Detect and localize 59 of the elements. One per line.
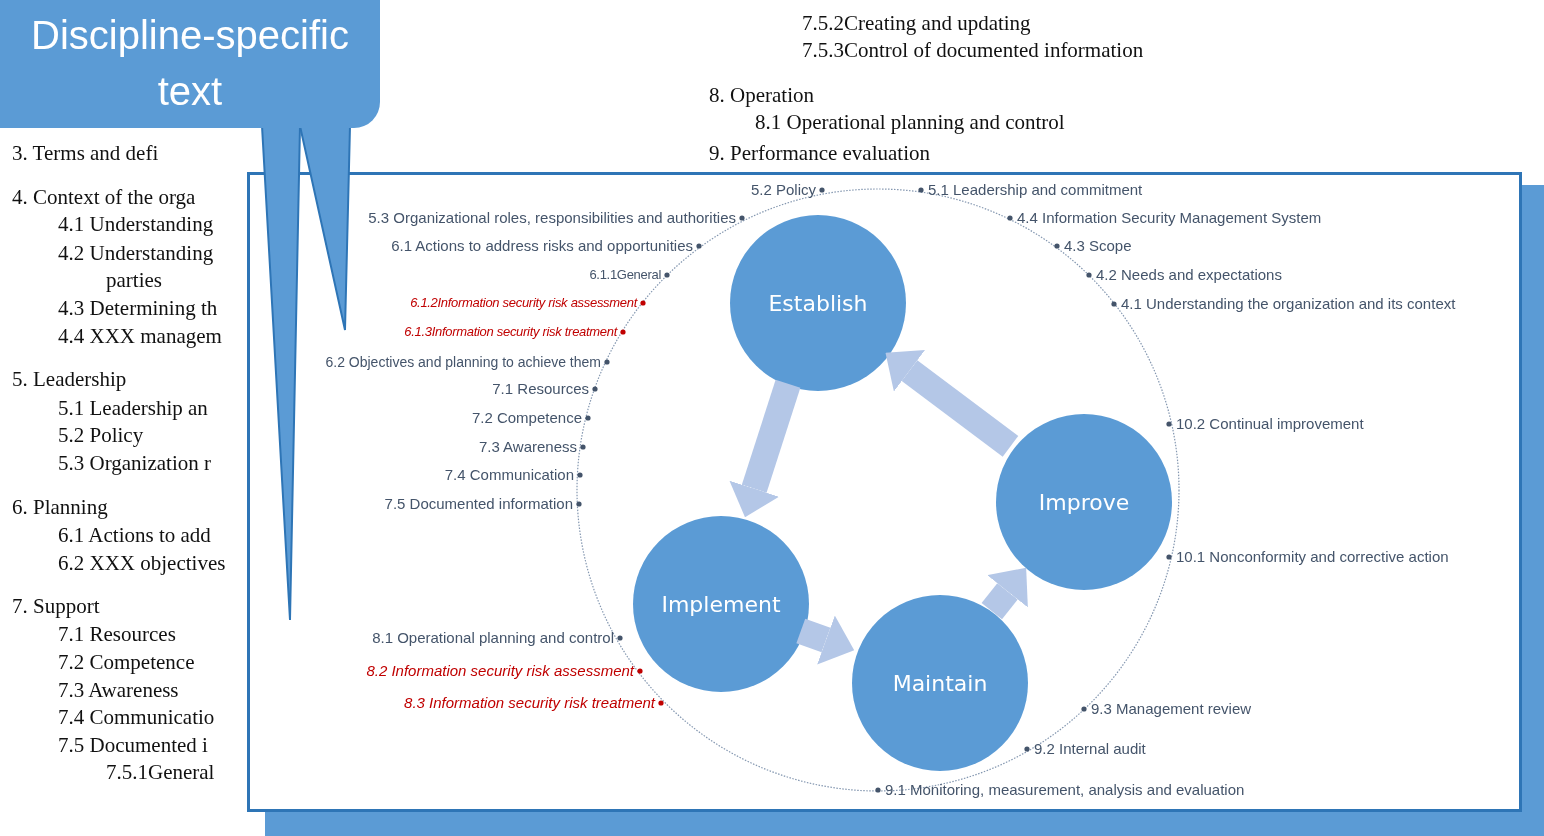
clause-label: 8.1 Operational planning and control xyxy=(372,628,614,648)
outline-heading: 4.4 XXX managem xyxy=(58,323,222,350)
block-arrow xyxy=(981,567,1028,620)
clause-label: 8.3 Information security risk treatment xyxy=(404,693,655,713)
clause-label: 5.1 Leadership and commitment xyxy=(928,180,1143,200)
clause-label: 7.3 Awareness xyxy=(478,437,577,457)
diagram-panel xyxy=(247,172,1522,812)
outline-heading: 4.2 Understanding parties xyxy=(58,240,215,294)
block-arrow xyxy=(885,349,1019,457)
outline-heading: 7.5.2Creating and updating xyxy=(802,10,1031,37)
callout-pointer xyxy=(298,125,352,331)
clause-label: 6.1.1General xyxy=(589,266,661,284)
clause-label: 7.2 Competence xyxy=(471,408,582,428)
outline-heading: 7.3 Awareness xyxy=(58,677,179,704)
clause-label: 6.1 Actions to address risks and opportunities xyxy=(391,236,693,256)
outline-heading: 6.1 Actions to add xyxy=(58,522,211,549)
clause-label: 7.5 Documented information xyxy=(384,494,573,514)
outline-heading: 6.2 XXX objectives xyxy=(58,550,226,577)
clause-label: 9.3 Management review xyxy=(1091,699,1252,719)
outline-heading: 5.3 Organization r xyxy=(58,450,211,477)
block-arrow xyxy=(796,615,855,665)
outline-heading: 8.1 Operational planning and control xyxy=(755,109,1065,136)
clause-label: 5.2 Policy xyxy=(750,180,816,200)
clause-label: 7.4 Communication xyxy=(444,465,574,485)
clause-label: 9.2 Internal audit xyxy=(1034,739,1146,759)
outline-heading: 7.5.1General xyxy=(106,759,215,786)
outline-heading: 7.2 Competence xyxy=(58,649,195,676)
clause-label: 8.2 Information security risk assessment xyxy=(366,661,634,681)
outline-heading: 8. Operation xyxy=(709,82,814,109)
outline-heading: 4.3 Determining th xyxy=(58,295,218,322)
outline-heading: 7.1 Resources xyxy=(58,621,176,648)
clause-label: 10.2 Continual improvement xyxy=(1176,414,1364,434)
clause-label: 7.1 Resources xyxy=(492,379,589,399)
outline-heading: 7. Support xyxy=(12,593,100,620)
outline-heading: 7.4 Communicatio xyxy=(58,704,215,731)
callout-pointer xyxy=(260,125,302,621)
outline-heading: 5.1 Leadership an xyxy=(58,395,208,422)
outline-heading: 5. Leadership xyxy=(12,366,127,393)
stage-circle: Improve xyxy=(996,414,1172,590)
outline-heading: 5.2 Policy xyxy=(58,422,144,449)
clause-label: 6.1.3Information security risk treatment xyxy=(404,323,617,341)
clause-label: 4.4 Information Security Management System xyxy=(1017,208,1322,228)
callout-box: Discipline-specific text xyxy=(0,0,380,128)
outline-heading: 4. Context of the orga xyxy=(12,184,196,211)
outline-heading: 3. Terms and defi xyxy=(12,140,159,167)
clause-label: 9.1 Monitoring, measurement, analysis and evaluation xyxy=(885,780,1245,800)
outline-heading: 9. Performance evaluation xyxy=(709,140,930,167)
outline-heading: 4.1 Understanding xyxy=(58,211,214,238)
stage-circle: Maintain xyxy=(852,595,1028,771)
outline-heading: 6. Planning xyxy=(12,494,108,521)
clause-label: 10.1 Nonconformity and corrective action xyxy=(1176,547,1449,567)
clause-label: 6.1.2Information security risk assessment xyxy=(410,294,637,312)
outline-heading: 7.5.3Control of documented information xyxy=(802,37,1144,64)
block-arrow xyxy=(729,379,801,518)
clause-label: 4.2 Needs and expectations xyxy=(1096,265,1282,285)
outline-heading: 7.5 Documented i xyxy=(58,732,208,759)
clause-label: 4.1 Understanding the organization and its context xyxy=(1121,294,1456,314)
clause-label: 6.2 Objectives and planning to achieve them xyxy=(325,353,601,372)
clause-label: 4.3 Scope xyxy=(1064,236,1132,256)
